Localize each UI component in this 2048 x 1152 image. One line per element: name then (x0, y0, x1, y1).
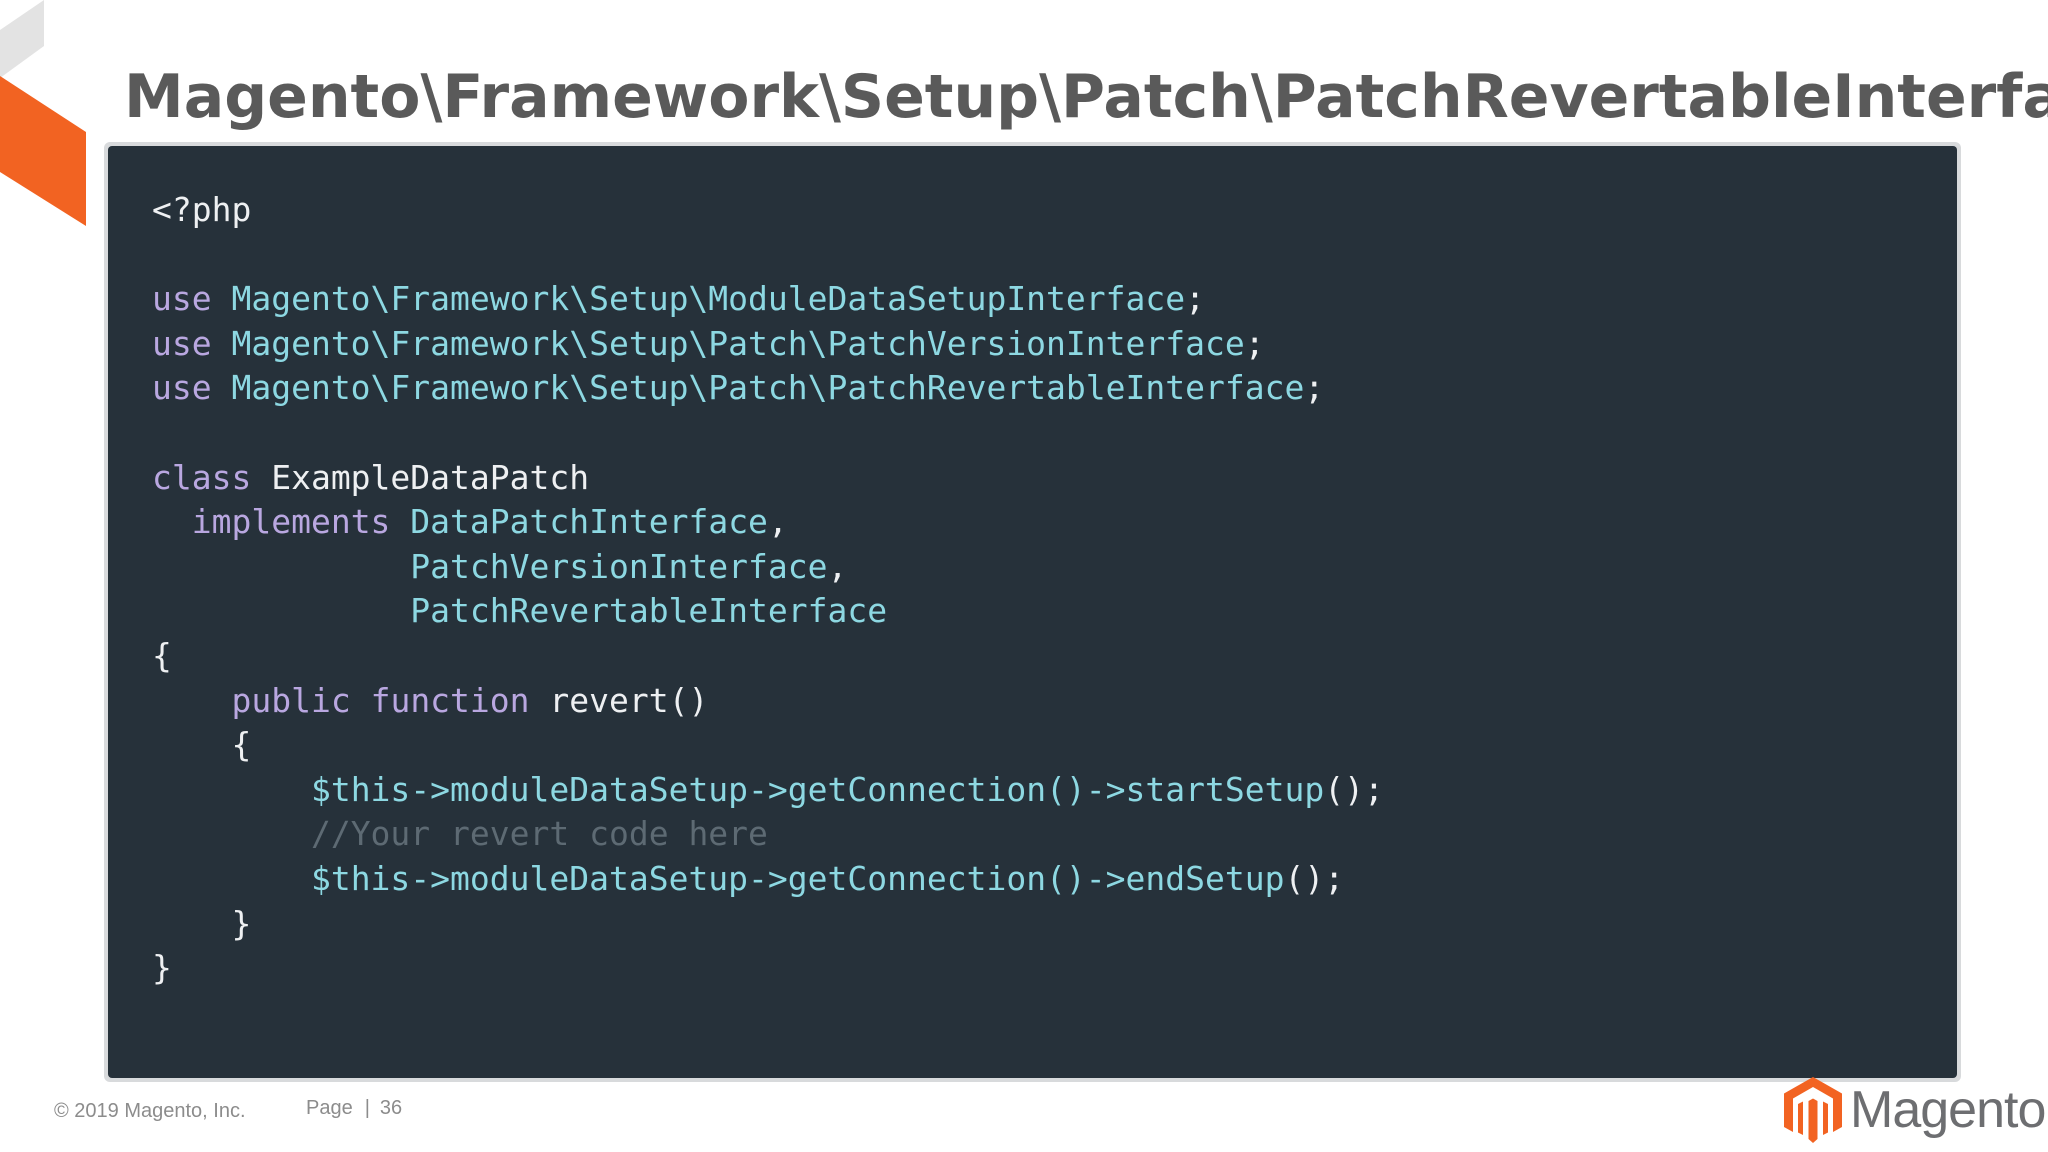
code-line: implements DataPatchInterface, (152, 500, 1384, 545)
code-line: } (152, 946, 1384, 991)
code-line: PatchRevertableInterface (152, 589, 1384, 634)
code-line: //Your revert code here (152, 812, 1384, 857)
code-token: DataPatchInterface (390, 502, 768, 542)
code-token: function (370, 680, 530, 720)
code-block: <?php use Magento\Framework\Setup\ModuleD… (152, 188, 1384, 991)
footer-page-indicator: Page | 36 (306, 1097, 402, 1120)
code-token: } (152, 948, 172, 988)
code-token: { (152, 635, 172, 675)
code-token (152, 814, 311, 853)
page-separator: | (364, 1097, 370, 1119)
code-token: implements (191, 502, 391, 542)
code-token: use (152, 368, 212, 408)
footer-copyright: © 2019 Magento, Inc. (54, 1100, 246, 1122)
code-line: { (152, 634, 1384, 679)
code-token (152, 547, 410, 586)
code-token: , (767, 502, 788, 542)
code-token: ExampleDataPatch (251, 457, 590, 497)
code-token: PatchRevertableInterface (410, 591, 888, 631)
slide-title: Magento\Framework\Setup\Patch\PatchRever… (124, 62, 2048, 132)
code-token (152, 681, 231, 720)
code-token: ; (1185, 279, 1206, 319)
code-line: public function revert() (152, 679, 1384, 724)
code-line: { (152, 723, 1384, 768)
code-token: $this->moduleDataSetup->getConnection()-… (310, 769, 1325, 809)
code-token: $this->moduleDataSetup->getConnection()-… (310, 858, 1285, 898)
code-token: PatchVersionInterface (410, 546, 828, 586)
code-line: <?php (152, 188, 1384, 233)
code-line: $this->moduleDataSetup->getConnection()-… (152, 857, 1384, 902)
code-token: ; (1304, 368, 1325, 408)
code-token (152, 502, 192, 541)
brand-name: Magento (1850, 1081, 2046, 1139)
code-token: ; (1244, 323, 1265, 363)
page-label: Page (306, 1097, 353, 1119)
brand-logo: Magento (1784, 1077, 2046, 1143)
code-line: use Magento\Framework\Setup\Patch\PatchV… (152, 322, 1384, 367)
code-token: use (152, 279, 212, 319)
code-token: class (152, 457, 252, 497)
code-token: <?php (152, 190, 252, 229)
code-token: use (152, 323, 212, 363)
page-number: 36 (379, 1097, 403, 1119)
code-token: } (152, 903, 252, 943)
code-token: (); (1324, 769, 1384, 809)
code-token (152, 859, 311, 898)
code-line (152, 411, 1384, 456)
code-line: PatchVersionInterface, (152, 545, 1384, 590)
code-token: Magento\Framework\Setup\ModuleDataSetupI… (211, 279, 1186, 319)
code-token: { (152, 725, 252, 765)
code-line: } (152, 902, 1384, 947)
code-token: , (827, 546, 848, 586)
magento-logo-icon (1784, 1077, 1842, 1143)
code-line (152, 233, 1384, 278)
code-token (152, 770, 311, 809)
code-token: public (231, 680, 351, 720)
code-line: class ExampleDataPatch (152, 456, 1384, 501)
code-token: (); (1284, 858, 1345, 898)
code-token (152, 591, 410, 630)
code-token: Magento\Framework\Setup\Patch\PatchRever… (211, 368, 1305, 408)
code-panel: <?php use Magento\Framework\Setup\ModuleD… (108, 146, 1957, 1078)
code-token: Magento\Framework\Setup\Patch\PatchVersi… (211, 323, 1245, 363)
corner-decoration-icon (0, 0, 86, 226)
code-line: use Magento\Framework\Setup\Patch\PatchR… (152, 366, 1384, 411)
code-token (351, 681, 371, 720)
code-token: revert() (529, 680, 709, 720)
code-token: //Your revert code here (310, 814, 768, 854)
code-line: use Magento\Framework\Setup\ModuleDataSe… (152, 277, 1384, 322)
code-line: $this->moduleDataSetup->getConnection()-… (152, 768, 1384, 813)
